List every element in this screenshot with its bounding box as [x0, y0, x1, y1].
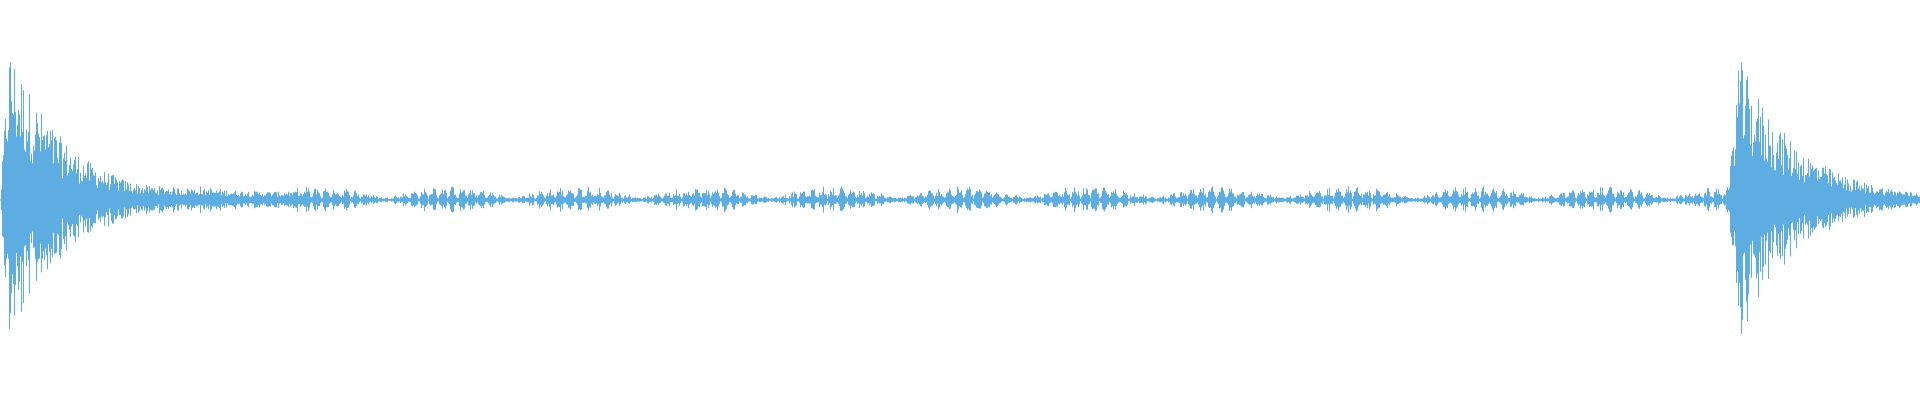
waveform-samples [1, 62, 1920, 334]
waveform-path [1, 62, 1920, 334]
